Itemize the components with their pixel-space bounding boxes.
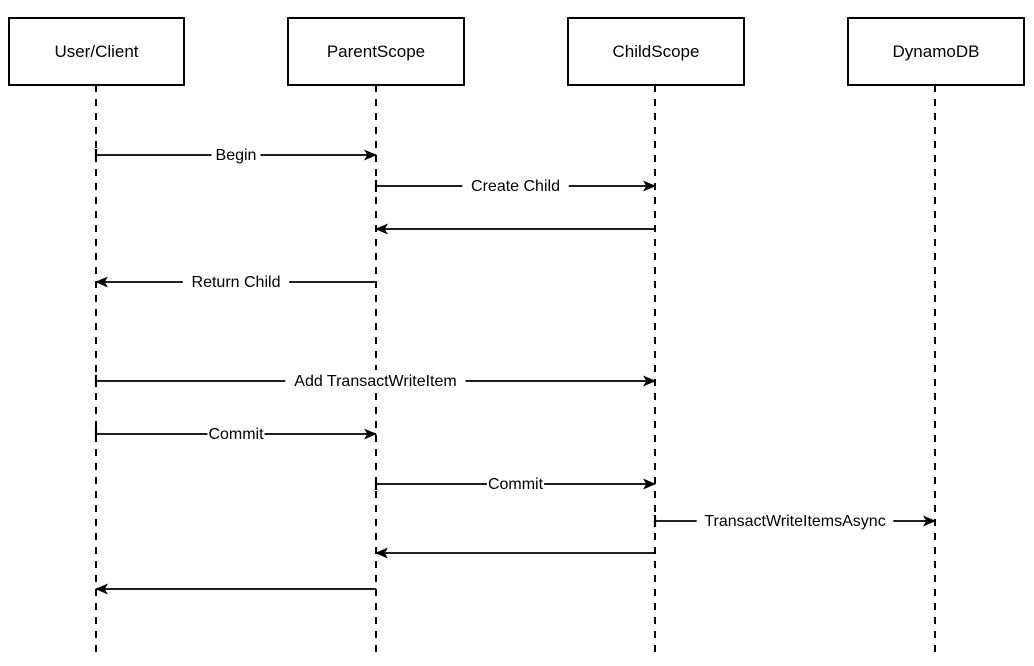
message-4: Return Child xyxy=(95,271,376,291)
message-label-backdrop xyxy=(462,175,569,195)
message-7: Commit xyxy=(374,473,656,493)
message-label-backdrop xyxy=(211,144,261,164)
participant-box xyxy=(287,17,465,86)
participant-label: User/Client xyxy=(54,42,138,61)
participant-label: ParentScope xyxy=(327,42,425,61)
participant-box xyxy=(8,17,185,86)
message-label: TransactWriteItemsAsync xyxy=(704,513,885,530)
message-label: Commit xyxy=(208,426,264,443)
participant-parent: ParentScope xyxy=(287,17,465,86)
message-label: Commit xyxy=(488,476,544,493)
participant-user: User/Client xyxy=(8,17,185,86)
message-5: Add TransactWriteItem xyxy=(94,370,656,390)
message-8: TransactWriteItemsAsync xyxy=(653,510,936,530)
message-label: Return Child xyxy=(192,274,281,291)
message-label-backdrop xyxy=(486,473,545,493)
message-label: Begin xyxy=(216,147,257,164)
message-label: Add TransactWriteItem xyxy=(294,373,456,390)
message-1: Begin xyxy=(94,144,377,164)
message-label-backdrop xyxy=(285,370,466,390)
lifelines-layer xyxy=(95,85,936,652)
participants-layer: User/Client ParentScope ChildScope DynamoDB xyxy=(8,17,1025,86)
message-2: Create Child xyxy=(374,175,656,195)
participant-child: ChildScope xyxy=(567,17,745,86)
message-6: Commit xyxy=(94,423,377,443)
message-label-backdrop xyxy=(182,271,290,291)
participant-label: DynamoDB xyxy=(893,42,980,61)
participant-dynamo: DynamoDB xyxy=(847,17,1025,86)
message-label: Create Child xyxy=(471,178,560,195)
participant-box xyxy=(847,17,1025,86)
message-label-backdrop xyxy=(207,423,265,443)
message-label-backdrop xyxy=(696,510,894,530)
participant-label: ChildScope xyxy=(613,42,700,61)
participant-box xyxy=(567,17,745,86)
